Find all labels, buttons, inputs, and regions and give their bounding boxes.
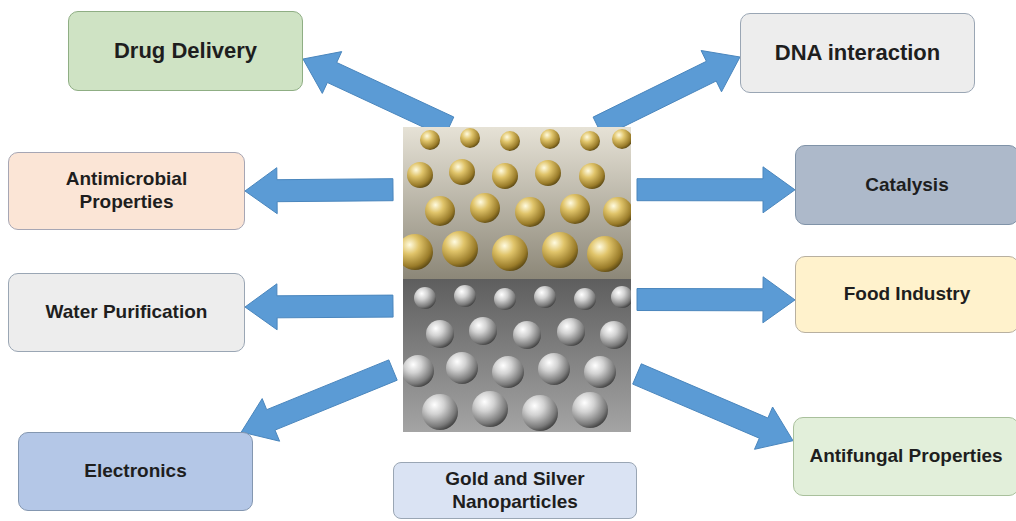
box-label: Catalysis xyxy=(865,174,948,197)
gold-sphere xyxy=(580,131,600,151)
gold-sphere xyxy=(535,160,561,186)
silver-sphere xyxy=(572,392,608,428)
silver-sphere xyxy=(600,321,628,349)
block-arrow xyxy=(241,360,397,441)
silver-sphere xyxy=(534,286,556,308)
gold-sphere xyxy=(603,197,631,227)
topic-box: DNA interaction xyxy=(740,13,975,93)
gold-sphere xyxy=(492,235,528,271)
gold-sphere xyxy=(460,128,480,148)
silver-sphere xyxy=(557,318,585,346)
silver-sphere xyxy=(538,353,570,385)
block-arrow xyxy=(633,364,793,450)
gold-sphere xyxy=(515,197,545,227)
gold-sphere xyxy=(612,129,631,149)
silver-spheres xyxy=(403,285,631,431)
gold-sphere xyxy=(470,193,500,223)
silver-sphere xyxy=(574,288,596,310)
center-node: Gold and Silver Nanoparticles xyxy=(393,127,637,519)
silver-sphere xyxy=(422,394,458,430)
silver-sphere xyxy=(584,356,616,388)
block-arrow xyxy=(245,284,393,330)
gold-sphere xyxy=(560,194,590,224)
silver-sphere xyxy=(522,395,558,431)
gold-sphere xyxy=(579,163,605,189)
gold-spheres xyxy=(403,128,631,272)
silver-sphere xyxy=(472,391,508,427)
silver-sphere xyxy=(414,287,436,309)
topic-box: Water Purification xyxy=(8,273,245,352)
block-arrow xyxy=(245,168,393,214)
block-arrow xyxy=(593,51,740,137)
box-label: Gold and Silver Nanoparticles xyxy=(404,468,626,514)
silver-sphere xyxy=(611,286,631,308)
gold-sphere xyxy=(420,130,440,150)
silver-sphere xyxy=(454,285,476,307)
box-label: Electronics xyxy=(84,460,186,483)
gold-sphere xyxy=(449,159,475,185)
box-label: Water Purification xyxy=(46,301,208,324)
silver-sphere xyxy=(513,321,541,349)
gold-sphere xyxy=(542,232,578,268)
silver-sphere xyxy=(426,320,454,348)
box-label: Antimicrobial Properties xyxy=(21,168,232,214)
topic-box: Antifungal Properties xyxy=(793,417,1016,496)
silver-panel xyxy=(403,279,631,432)
box-label: Food Industry xyxy=(844,283,971,306)
topic-box: Food Industry xyxy=(795,256,1016,333)
caption-box: Gold and Silver Nanoparticles xyxy=(393,462,637,519)
block-arrow xyxy=(637,277,795,323)
gold-sphere xyxy=(403,234,433,270)
topic-box: Electronics xyxy=(18,432,253,511)
block-arrow xyxy=(303,52,454,137)
gold-sphere xyxy=(587,236,623,272)
silver-sphere xyxy=(494,288,516,310)
topic-box: Catalysis xyxy=(795,145,1016,225)
box-label: Drug Delivery xyxy=(114,38,257,64)
block-arrow xyxy=(637,167,795,213)
gold-sphere xyxy=(442,231,478,267)
silver-sphere xyxy=(446,352,478,384)
silver-sphere xyxy=(469,317,497,345)
gold-sphere xyxy=(407,162,433,188)
topic-box: Drug Delivery xyxy=(68,11,303,91)
gold-sphere xyxy=(500,131,520,151)
gold-sphere xyxy=(425,196,455,226)
box-label: Antifungal Properties xyxy=(809,445,1002,468)
box-label: DNA interaction xyxy=(775,40,940,66)
nanoparticle-illustration xyxy=(403,127,631,432)
topic-box: Antimicrobial Properties xyxy=(8,152,245,230)
gold-sphere xyxy=(492,163,518,189)
silver-sphere xyxy=(492,356,524,388)
silver-sphere xyxy=(403,355,434,387)
gold-sphere xyxy=(540,129,560,149)
gold-panel xyxy=(403,127,631,279)
